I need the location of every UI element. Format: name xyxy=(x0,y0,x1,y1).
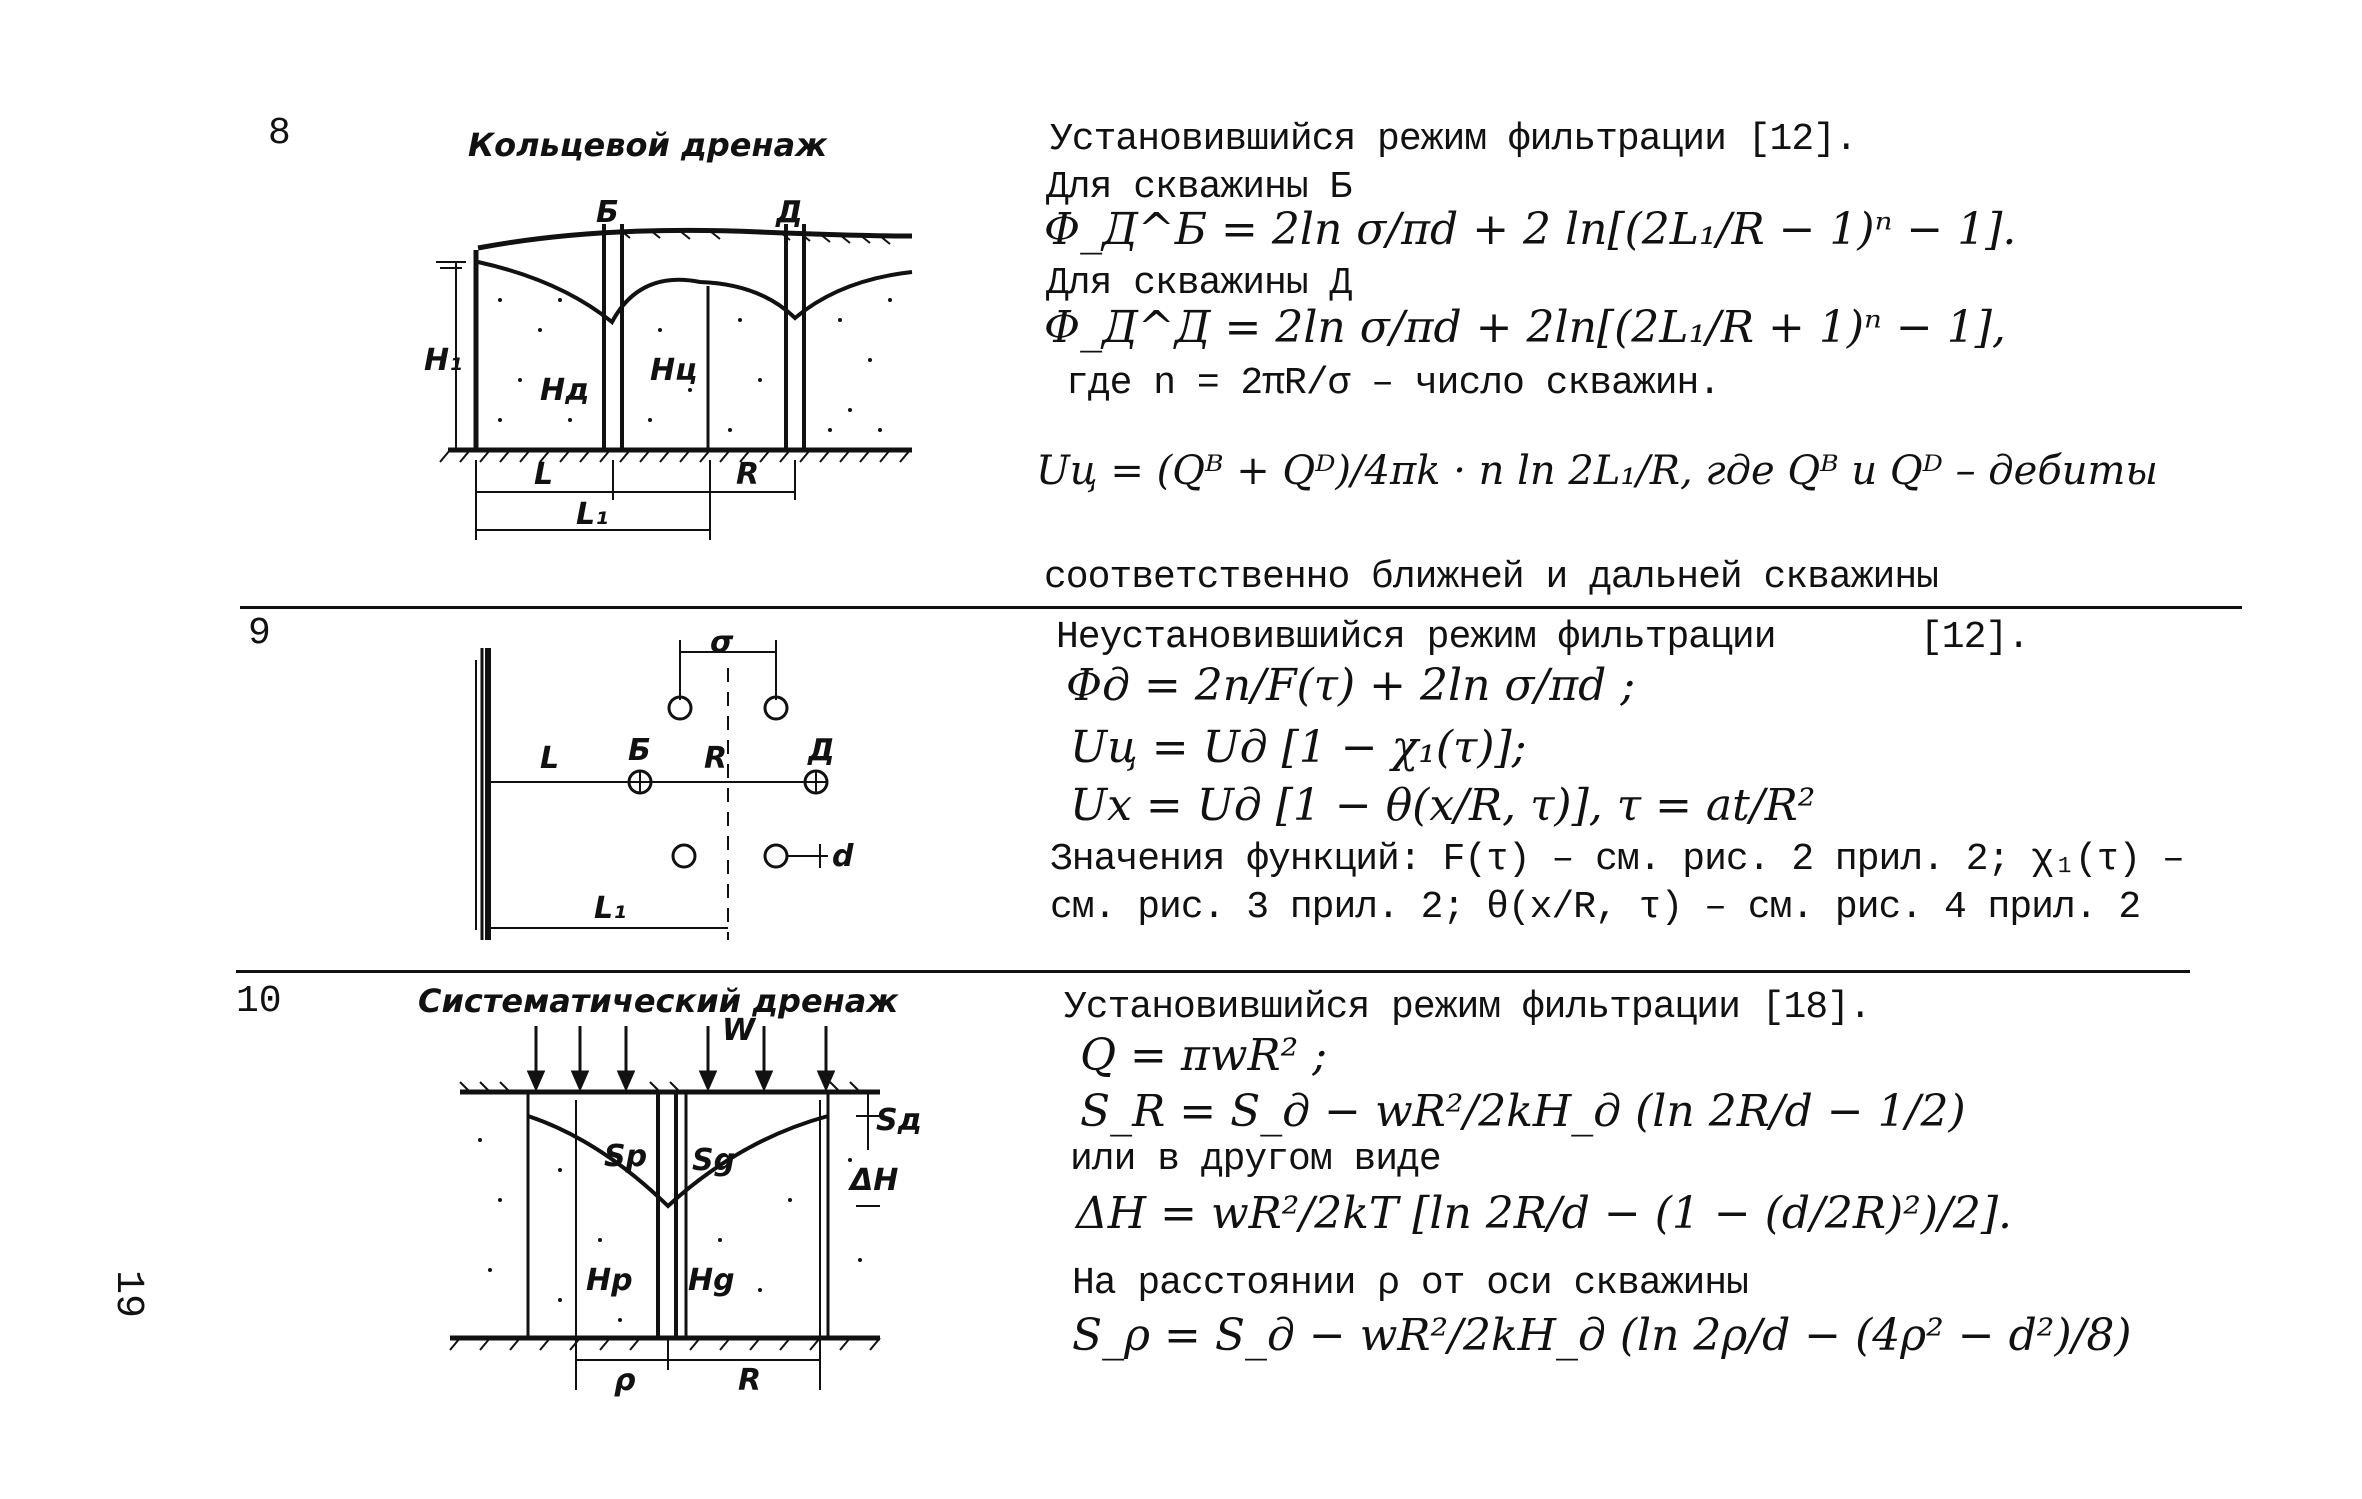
label-L: L xyxy=(534,457,553,492)
reference: [12]. xyxy=(1920,616,2030,659)
text-line: Установившийся режим фильтрации [12]. xyxy=(1050,118,1858,161)
figure-caption: Кольцевой дренаж xyxy=(468,126,828,164)
label-Sg: Sg xyxy=(692,1143,735,1178)
figure-caption: Систематический дренаж xyxy=(418,982,899,1020)
text-line: или в другом виде xyxy=(1070,1138,1442,1181)
label-L1: L₁ xyxy=(594,891,626,926)
text-line: см. рис. 3 прил. 2; θ(x/R, τ) – см. рис.… xyxy=(1050,886,2141,929)
label-B: Б xyxy=(628,733,651,768)
formula-line: Φ_Д^Б = 2ln σ/πd + 2 ln[(2L₁/R − 1)ⁿ − 1… xyxy=(1044,204,2017,255)
label-Sd: Sд xyxy=(876,1103,922,1138)
text-line: где n = 2πR/σ – число скважин. xyxy=(1066,362,1721,405)
row-number: 8 xyxy=(268,112,291,155)
label-D: Д xyxy=(807,733,835,768)
formula-line: Φ_Д^Д = 2ln σ/πd + 2ln[(2L₁/R + 1)ⁿ − 1]… xyxy=(1044,302,2006,353)
formula-line: S_ρ = S_д − wR²/2kH_д (ln 2ρ/d − (4ρ² − … xyxy=(1072,1310,2132,1361)
label-R: R xyxy=(704,741,727,776)
label-Hg: Hg xyxy=(688,1263,735,1298)
formula-line: Q = πwR² ; xyxy=(1080,1030,1328,1081)
formula-line: ΔH = wR²/2kT [ln 2R/d − (1 − (d/2R)²)/2]… xyxy=(1076,1188,2012,1239)
label-d: d xyxy=(832,839,854,874)
text-line: Неустановившийся режим фильтрации xyxy=(1056,616,1777,659)
row-number: 10 xyxy=(236,980,282,1023)
label-Hp: Hp xyxy=(586,1263,633,1298)
label-R: R xyxy=(738,1363,761,1398)
label-W: W xyxy=(722,1013,757,1048)
text-line: Значения функций: F(τ) – см. рис. 2 прил… xyxy=(1050,838,2185,881)
text-line: соответственно ближней и дальней скважин… xyxy=(1044,556,1939,599)
row-number: 9 xyxy=(248,612,271,655)
label-B: Б xyxy=(596,195,619,230)
row-divider xyxy=(236,970,2190,973)
formula-line: Uц = Uд [1 − χ₁(τ)]; xyxy=(1070,722,1527,773)
row-divider xyxy=(240,606,2242,609)
label-dH: ΔH xyxy=(848,1163,898,1198)
text-line: Для скважины Д xyxy=(1046,262,1352,305)
label-L1: L₁ xyxy=(576,497,608,532)
label-rho: ρ xyxy=(614,1363,635,1398)
label-R: R xyxy=(736,457,759,492)
label-H1: H₁ xyxy=(424,343,462,378)
formula-line: S_R = S_д − wR²/2kH_д (ln 2R/d − 1/2) xyxy=(1080,1086,1966,1137)
text-line: На расстоянии ρ от оси скважины xyxy=(1072,1262,1749,1305)
label-sigma: σ xyxy=(710,625,734,660)
formula-line: Uц = (Qᴮ + Qᴰ)/4πk · n ln 2L₁/R, где Qᴮ … xyxy=(1036,448,2159,494)
text-line: Для скважины Б xyxy=(1046,166,1352,209)
text-line: Установившийся режим фильтрации [18]. xyxy=(1064,986,1872,1029)
label-Hc: Hц xyxy=(650,353,697,388)
label-L: L xyxy=(540,741,559,776)
label-D: Д xyxy=(775,195,803,230)
formula-line: Ux = Uд [1 − θ(x/R, τ)], τ = at/R² xyxy=(1070,780,1816,831)
formula-line: Φд = 2n/F(τ) + 2ln σ/πd ; xyxy=(1066,660,1636,711)
label-Sp: Sp xyxy=(604,1139,647,1174)
label-Hd: Hд xyxy=(540,373,589,408)
